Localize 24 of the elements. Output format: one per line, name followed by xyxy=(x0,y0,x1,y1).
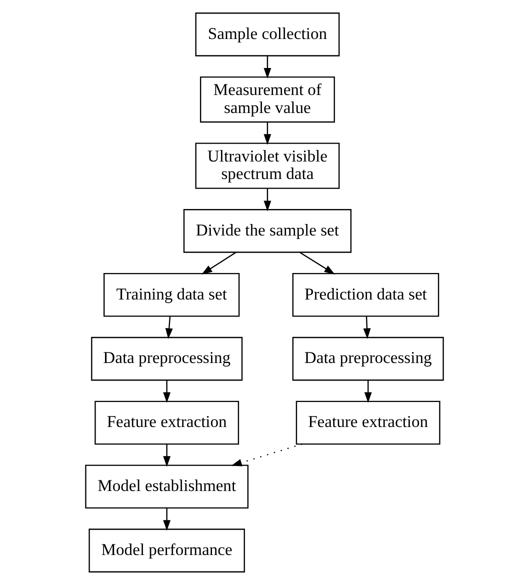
node-box: Data preprocessing xyxy=(90,336,242,381)
arrow xyxy=(162,508,170,531)
arrow xyxy=(364,380,372,403)
arrow xyxy=(230,444,302,466)
node-box: Model establishment xyxy=(84,464,248,509)
node-box: Feature extraction xyxy=(295,400,440,445)
arrow xyxy=(362,316,370,339)
node-box: Sample collection xyxy=(194,12,340,56)
arrow xyxy=(298,252,334,274)
arrow xyxy=(162,380,170,403)
node-box: Measurement of sample value xyxy=(199,76,334,123)
node-box: Divide the sample set xyxy=(182,209,352,253)
node-box: Training data set xyxy=(103,272,240,317)
node-box: Prediction data set xyxy=(292,272,439,317)
arrow xyxy=(201,252,236,274)
node-box: Feature extraction xyxy=(94,400,239,445)
arrow xyxy=(263,122,271,145)
arrow xyxy=(162,444,170,467)
node-box: Ultraviolet visible spectrum data xyxy=(194,142,340,189)
node-box: Data preprocessing xyxy=(292,336,444,381)
arrow xyxy=(263,188,271,212)
node-box: Model performance xyxy=(88,528,244,572)
arrow xyxy=(263,56,271,79)
arrow xyxy=(164,316,172,339)
